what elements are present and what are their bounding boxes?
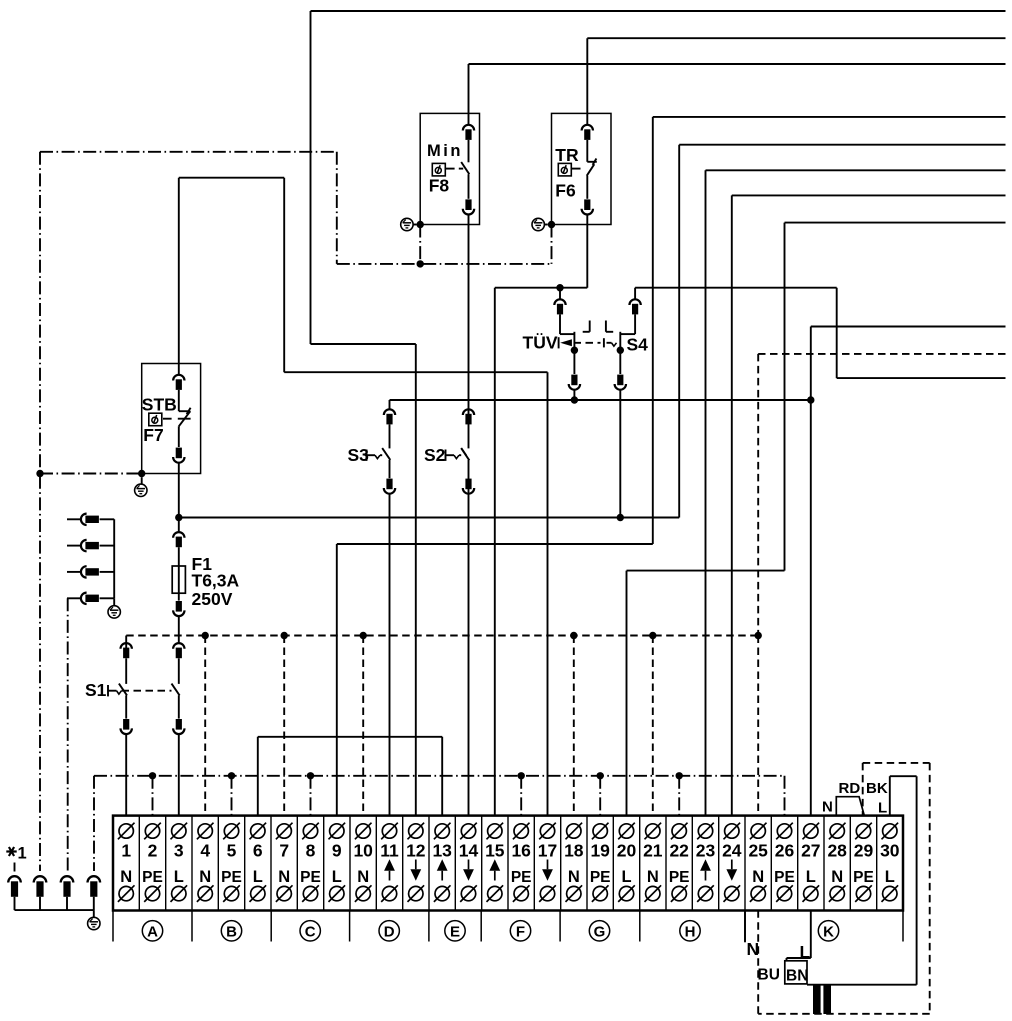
svg-text:14: 14 — [459, 841, 479, 861]
svg-text:STB: STB — [142, 395, 177, 415]
svg-text:25: 25 — [748, 841, 768, 861]
svg-text:PE: PE — [221, 869, 242, 886]
svg-text:17: 17 — [538, 841, 557, 861]
svg-text:PE: PE — [774, 869, 795, 886]
svg-text:D: D — [384, 924, 395, 941]
svg-text:K: K — [823, 924, 834, 941]
svg-text:H: H — [685, 924, 696, 941]
svg-text:30: 30 — [880, 841, 900, 861]
svg-text:15: 15 — [485, 841, 505, 861]
svg-text:10: 10 — [353, 841, 373, 861]
svg-text:F6: F6 — [555, 181, 576, 201]
svg-text:G: G — [594, 924, 606, 941]
svg-text:4: 4 — [200, 841, 210, 861]
svg-text:N: N — [831, 868, 843, 886]
svg-text:C: C — [305, 924, 316, 941]
svg-text:20: 20 — [617, 841, 637, 861]
svg-text:L: L — [621, 868, 631, 886]
svg-text:L: L — [332, 868, 342, 886]
svg-text:N: N — [120, 868, 132, 886]
svg-text:N: N — [647, 868, 659, 886]
svg-text:5: 5 — [227, 841, 237, 861]
svg-text:1: 1 — [121, 841, 131, 861]
svg-text:PE: PE — [511, 869, 532, 886]
svg-text:13: 13 — [432, 841, 452, 861]
svg-text:B: B — [226, 924, 237, 941]
svg-text:N: N — [357, 868, 369, 886]
svg-text:F1: F1 — [192, 554, 213, 574]
svg-text:BK: BK — [866, 780, 888, 797]
svg-text:27: 27 — [801, 841, 820, 861]
svg-text:29: 29 — [854, 841, 874, 861]
svg-text:TR: TR — [555, 145, 579, 165]
svg-text:N: N — [278, 868, 290, 886]
svg-text:19: 19 — [590, 841, 610, 861]
svg-text:S1: S1 — [85, 680, 107, 700]
svg-text:L: L — [800, 942, 811, 962]
svg-text:3: 3 — [174, 841, 184, 861]
svg-text:N: N — [747, 939, 760, 959]
svg-text:2: 2 — [148, 841, 158, 861]
svg-text:7: 7 — [279, 841, 289, 861]
svg-text:N: N — [822, 799, 833, 816]
svg-text:PE: PE — [590, 869, 611, 886]
svg-text:L: L — [806, 868, 816, 886]
svg-text:L: L — [253, 868, 263, 886]
svg-text:TÜV: TÜV — [523, 333, 558, 353]
svg-text:S4: S4 — [627, 335, 649, 355]
svg-text:S2: S2 — [424, 445, 446, 465]
svg-text:S3: S3 — [348, 445, 370, 465]
svg-text:L: L — [878, 800, 887, 817]
svg-text:RD: RD — [839, 780, 861, 797]
svg-text:BN: BN — [786, 968, 808, 985]
svg-text:F7: F7 — [143, 425, 163, 445]
svg-text:9: 9 — [332, 841, 342, 861]
svg-text:21: 21 — [643, 841, 663, 861]
svg-text:22: 22 — [669, 841, 689, 861]
svg-text:PE: PE — [300, 869, 321, 886]
svg-text:28: 28 — [827, 841, 847, 861]
svg-text:N: N — [199, 868, 211, 886]
svg-text:11: 11 — [380, 841, 399, 861]
svg-text:PE: PE — [853, 869, 874, 886]
svg-text:6: 6 — [253, 841, 263, 861]
svg-text:Min: Min — [427, 142, 463, 160]
svg-text:F: F — [516, 924, 525, 941]
svg-text:A: A — [147, 924, 158, 941]
svg-text:F8: F8 — [429, 176, 450, 196]
svg-text:N: N — [568, 868, 580, 886]
svg-text:N: N — [752, 868, 764, 886]
svg-text:1: 1 — [18, 845, 27, 863]
svg-text:T6,3A: T6,3A — [192, 571, 240, 591]
svg-text:PE: PE — [142, 869, 163, 886]
svg-text:24: 24 — [722, 841, 742, 861]
svg-text:12: 12 — [406, 841, 426, 861]
svg-text:16: 16 — [511, 841, 531, 861]
svg-text:E: E — [450, 924, 460, 941]
svg-text:250V: 250V — [192, 589, 233, 609]
svg-text:26: 26 — [775, 841, 795, 861]
svg-text:BU: BU — [758, 967, 780, 984]
svg-text:18: 18 — [564, 841, 584, 861]
svg-text:PE: PE — [669, 869, 690, 886]
svg-text:L: L — [885, 868, 895, 886]
svg-text:8: 8 — [306, 841, 316, 861]
svg-text:L: L — [174, 868, 184, 886]
svg-text:23: 23 — [696, 841, 716, 861]
